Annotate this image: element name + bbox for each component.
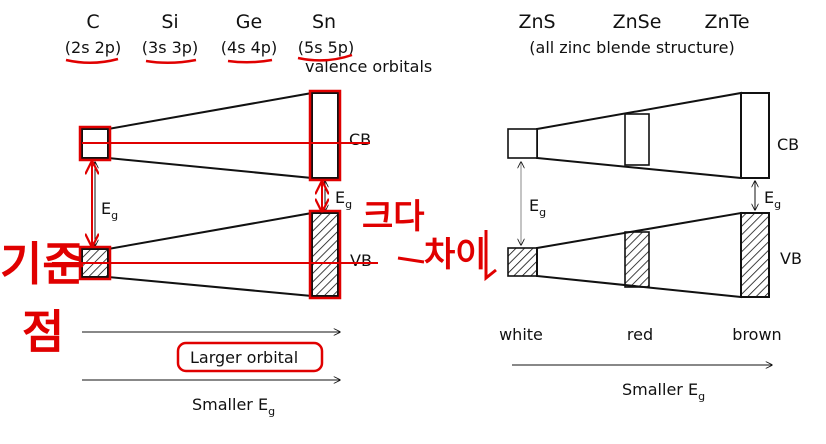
red-box-larger-orbital — [176, 341, 324, 373]
compound-zns: ZnS — [518, 11, 555, 33]
compound-znte: ZnTe — [704, 11, 749, 33]
znse-cb-box — [624, 113, 650, 166]
color-white: white — [499, 325, 543, 344]
color-brown: brown — [732, 325, 781, 344]
znse-vb-box — [624, 231, 650, 288]
zns-eg-label: Eg — [529, 196, 546, 219]
znte-eg-label: Eg — [764, 188, 781, 211]
left-vb-label: VB — [350, 251, 372, 270]
zns-vb-box — [507, 247, 538, 277]
left-vb-wedge — [107, 211, 313, 298]
red-down-hook — [484, 230, 497, 282]
left-cb-wedge — [107, 91, 313, 180]
c-eg-label: Eg — [101, 199, 118, 222]
zns-cb-box — [507, 128, 538, 159]
korean-annotation-3: 크다 — [362, 197, 425, 237]
structure-note: (all zinc blende structure) — [529, 38, 734, 57]
sn-vb-box — [311, 212, 339, 297]
compound-znse: ZnSe — [613, 11, 662, 33]
right-panel: ZnS ZnSe ZnTe (all zinc blende structure… — [499, 11, 802, 403]
left-panel: C Si Ge Sn (2s 2p) (3s 3p) (4s 4p) (5s 5… — [65, 11, 432, 418]
red-arrow-stroke — [397, 256, 425, 264]
korean-annotation-4: 차이 — [424, 235, 487, 275]
orbitals-sn: (5s 5p) — [298, 38, 354, 57]
element-c: C — [86, 11, 99, 33]
color-red: red — [627, 325, 653, 344]
underline-sn — [297, 53, 353, 62]
left-cb-label: CB — [349, 130, 371, 149]
element-ge: Ge — [236, 11, 262, 33]
underline-c — [65, 57, 119, 64]
sn-cb-box — [311, 92, 339, 179]
handwritten-annotations: 기준 점 크다 차이 — [0, 53, 497, 373]
element-si: Si — [161, 11, 178, 33]
orbitals-si: (3s 3p) — [142, 38, 198, 57]
underline-si — [145, 58, 197, 64]
orbitals-ge: (4s 4p) — [221, 38, 277, 57]
right-cb-label: CB — [777, 135, 799, 154]
smaller-eg-label-left: Smaller Eg — [192, 395, 275, 418]
sn-eg-label: Eg — [335, 188, 352, 211]
znte-cb-box — [740, 92, 770, 179]
korean-annotation-2: 점 — [22, 305, 64, 359]
valence-orbitals-label: valence orbitals — [305, 57, 432, 76]
znte-vb-box — [740, 212, 770, 298]
korean-annotation-1: 기준 — [0, 237, 85, 291]
larger-orbital-label: Larger orbital — [190, 348, 298, 367]
underline-ge — [227, 58, 273, 64]
right-vb-label: VB — [780, 249, 802, 268]
smaller-eg-label-right: Smaller Eg — [622, 380, 705, 403]
orbitals-c: (2s 2p) — [65, 38, 121, 57]
red-box-sn-cb — [308, 89, 342, 182]
element-sn: Sn — [312, 11, 336, 33]
